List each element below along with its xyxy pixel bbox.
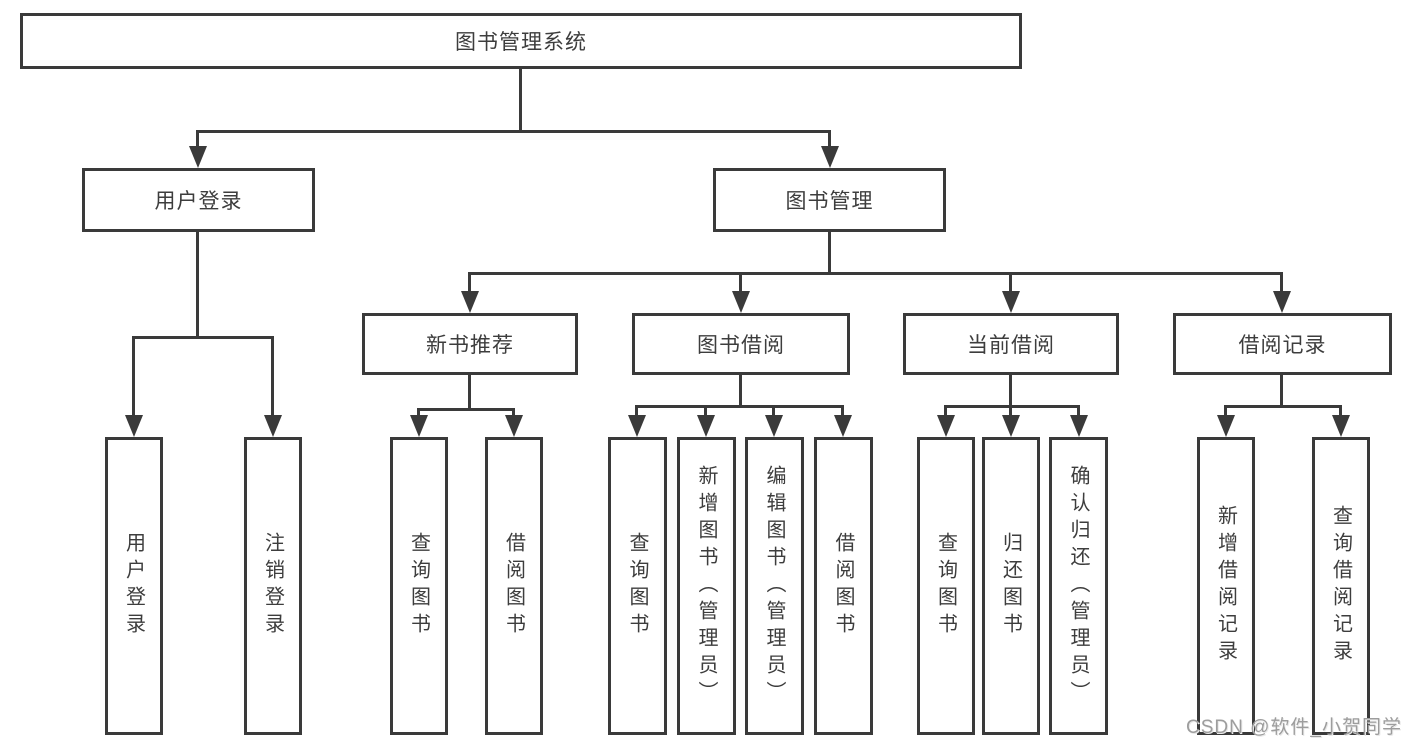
- leaf-logout: 注销登录: [244, 437, 302, 735]
- connector-drop-leaf: [772, 405, 775, 417]
- connector-drop-borrowing: [739, 272, 742, 293]
- node-label: 借阅图书: [832, 532, 854, 640]
- connector-drop-leaf: [1224, 405, 1227, 417]
- leaf-borrowing-add-books-admin: 新增图书（管理员）: [677, 437, 736, 735]
- connector-drop-leaf: [841, 405, 844, 417]
- node-label: 新书推荐: [426, 334, 514, 357]
- connector-records-bar: [1224, 405, 1342, 408]
- connector-arrowhead: [1273, 291, 1291, 313]
- connector-arrowhead: [1002, 291, 1020, 313]
- leaf-current-confirm-return-admin: 确认归还（管理员）: [1049, 437, 1108, 735]
- connector-arrowhead: [461, 291, 479, 313]
- connector-level3-bar: [468, 272, 1283, 275]
- connector-arrowhead: [1332, 415, 1350, 437]
- connector-drop-book-mgmt: [828, 130, 831, 148]
- connector-arrowhead: [697, 415, 715, 437]
- connector-drop-leaf: [417, 408, 420, 417]
- node-label: 图书借阅: [697, 334, 785, 357]
- node-book-borrowing: 图书借阅: [632, 313, 850, 375]
- node-label: 查询图书: [934, 532, 957, 640]
- connector-current-stem: [1009, 375, 1012, 408]
- connector-drop-new-book: [468, 272, 471, 293]
- connector-arrowhead: [1217, 415, 1235, 437]
- node-label: 借阅图书: [502, 532, 525, 640]
- node-label: 借阅记录: [1238, 334, 1327, 357]
- connector-arrowhead: [1002, 415, 1020, 437]
- connector-drop-leaf: [1077, 405, 1080, 417]
- connector-level2-bar: [196, 130, 831, 133]
- leaf-user-login: 用户登录: [105, 437, 163, 735]
- connector-drop-leaf: [271, 336, 274, 417]
- node-current-borrowing: 当前借阅: [903, 313, 1119, 375]
- connector-borrowing-stem: [739, 375, 742, 408]
- connector-arrowhead: [732, 291, 750, 313]
- node-library-system-root: 图书管理系统: [20, 13, 1022, 69]
- connector-arrowhead: [765, 415, 783, 437]
- leaf-current-return-books: 归还图书: [982, 437, 1040, 735]
- node-borrowing-records: 借阅记录: [1173, 313, 1392, 375]
- connector-book-mgmt-stem: [828, 232, 831, 274]
- connector-arrowhead: [834, 415, 852, 437]
- connector-arrowhead: [410, 415, 428, 437]
- leaf-current-query-books: 查询图书: [917, 437, 975, 735]
- leaf-newbook-borrow-books: 借阅图书: [485, 437, 543, 735]
- connector-arrowhead: [821, 146, 839, 168]
- connector-root-stem: [519, 69, 522, 130]
- node-label: 确认归还（管理员）: [1067, 464, 1089, 708]
- connector-new-book-bar: [417, 408, 515, 411]
- connector-records-stem: [1280, 375, 1283, 408]
- connector-drop-leaf: [1009, 405, 1012, 417]
- connector-user-login-bar: [132, 336, 274, 339]
- node-label: 图书管理系统: [455, 31, 587, 54]
- node-label: 用户登录: [122, 532, 145, 640]
- leaf-records-add-record: 新增借阅记录: [1197, 437, 1255, 735]
- node-new-book-recommend: 新书推荐: [362, 313, 578, 375]
- connector-current-bar: [944, 405, 1080, 408]
- connector-arrowhead: [264, 415, 282, 437]
- leaf-borrowing-query-books: 查询图书: [608, 437, 667, 735]
- leaf-borrowing-borrow-books: 借阅图书: [814, 437, 873, 735]
- connector-drop-records: [1280, 272, 1283, 293]
- connector-arrowhead: [125, 415, 143, 437]
- connector-drop-leaf: [512, 408, 515, 417]
- node-label: 查询图书: [626, 532, 648, 640]
- node-label: 查询图书: [407, 532, 430, 640]
- leaf-borrowing-edit-books-admin: 编辑图书（管理员）: [745, 437, 804, 735]
- connector-borrowing-bar: [635, 405, 844, 408]
- node-label: 编辑图书（管理员）: [763, 464, 785, 708]
- node-label: 新增图书（管理员）: [695, 464, 717, 708]
- node-book-management: 图书管理: [713, 168, 946, 232]
- node-label: 注销登录: [261, 532, 284, 640]
- node-user-login: 用户登录: [82, 168, 315, 232]
- connector-drop-leaf: [1339, 405, 1342, 417]
- connector-arrowhead: [505, 415, 523, 437]
- connector-drop-current: [1009, 272, 1012, 293]
- connector-drop-leaf: [132, 336, 135, 417]
- connector-drop-leaf: [704, 405, 707, 417]
- node-label: 归还图书: [999, 532, 1022, 640]
- connector-arrowhead: [189, 146, 207, 168]
- connector-user-login-stem: [196, 232, 199, 338]
- leaf-newbook-query-books: 查询图书: [390, 437, 448, 735]
- connector-drop-leaf: [944, 405, 947, 417]
- connector-new-book-stem: [468, 375, 471, 410]
- connector-arrowhead: [937, 415, 955, 437]
- node-label: 图书管理: [785, 190, 874, 213]
- node-label: 当前借阅: [967, 334, 1055, 357]
- connector-drop-leaf: [635, 405, 638, 417]
- node-label: 查询借阅记录: [1329, 505, 1352, 667]
- connector-arrowhead: [628, 415, 646, 437]
- connector-drop-user-login: [196, 130, 199, 148]
- leaf-records-query-record: 查询借阅记录: [1312, 437, 1370, 735]
- watermark: CSDN @软件_小贺同学: [1186, 717, 1402, 738]
- connector-arrowhead: [1070, 415, 1088, 437]
- node-label: 用户登录: [154, 190, 243, 213]
- node-label: 新增借阅记录: [1214, 505, 1237, 667]
